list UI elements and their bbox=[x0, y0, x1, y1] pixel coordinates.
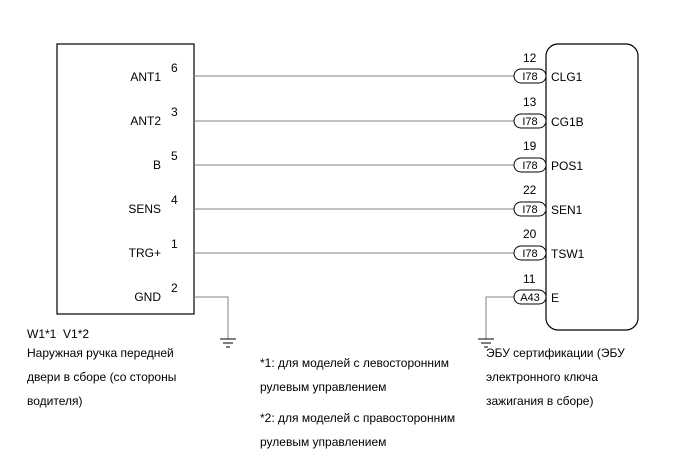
connector-code: I78 bbox=[522, 248, 537, 260]
right-pin-number: 11 bbox=[523, 272, 536, 286]
ground-left: GND 2 bbox=[134, 281, 236, 348]
right-terminal-label: POS1 bbox=[551, 159, 583, 173]
component-codes: W1*1 V1*2 bbox=[27, 327, 89, 341]
right-pin-number: 19 bbox=[523, 139, 537, 153]
right-terminal-label: E bbox=[551, 291, 559, 305]
left-terminal-label: GND bbox=[134, 290, 161, 304]
caption-line: *2: для моделей с правосторонним bbox=[260, 411, 456, 425]
wire-row: B 5 19 I78 POS1 bbox=[153, 139, 583, 173]
caption-line: двери в сборе (со стороны bbox=[27, 370, 177, 384]
connector-code: I78 bbox=[522, 204, 537, 216]
ground-wire bbox=[194, 296, 229, 339]
left-pin-number: 5 bbox=[171, 149, 178, 163]
caption-line: ЭБУ сертификации (ЭБУ bbox=[486, 346, 625, 360]
left-pin-number: 2 bbox=[171, 281, 178, 295]
left-pin-number: 3 bbox=[171, 105, 178, 119]
caption-line: *1: для моделей с левосторонним bbox=[260, 356, 450, 370]
connector-code: I78 bbox=[522, 160, 537, 172]
left-terminal-label: TRG+ bbox=[129, 246, 161, 260]
left-pin-number: 1 bbox=[171, 237, 178, 251]
connector-badge bbox=[513, 157, 547, 173]
left-component-box bbox=[56, 43, 195, 315]
right-pin-number: 20 bbox=[523, 227, 537, 241]
left-component-name: Наружная ручка передней двери в сборе (с… bbox=[27, 341, 176, 413]
left-terminal-label: ANT1 bbox=[130, 70, 161, 84]
connector-badge bbox=[513, 201, 547, 217]
ground-symbol-icon bbox=[220, 338, 236, 348]
footnote-1: *1: для моделей с левосторонним рулевым … bbox=[260, 351, 449, 399]
connector-badge bbox=[513, 245, 547, 261]
wire-row: SENS 4 22 I78 SEN1 bbox=[128, 183, 582, 217]
left-pin-number: 6 bbox=[171, 61, 178, 75]
caption-line: водителя) bbox=[27, 394, 83, 408]
caption-line: зажигания в сборе) bbox=[486, 394, 594, 408]
right-component-name: ЭБУ сертификации (ЭБУ электронного ключа… bbox=[486, 341, 625, 413]
connector-code: A43 bbox=[520, 292, 540, 304]
footnote-2: *2: для моделей с правосторонним рулевым… bbox=[260, 406, 455, 454]
caption-line: рулевым управлением bbox=[260, 380, 387, 394]
caption-line: рулевым управлением bbox=[260, 435, 387, 449]
ground-symbol-icon bbox=[478, 338, 494, 348]
caption-line: Наружная ручка передней bbox=[27, 346, 174, 360]
wire-row: TRG+ 1 20 I78 TSW1 bbox=[129, 227, 585, 261]
ground-right: 11 A43 E bbox=[478, 272, 559, 348]
caption-line: электронного ключа bbox=[486, 370, 598, 384]
right-pin-number: 22 bbox=[523, 183, 537, 197]
connector-badge bbox=[513, 289, 547, 305]
left-terminal-label: B bbox=[153, 158, 161, 172]
right-terminal-label: TSW1 bbox=[551, 247, 585, 261]
right-terminal-label: SEN1 bbox=[551, 203, 583, 217]
left-pin-number: 4 bbox=[171, 193, 178, 207]
connector-badge bbox=[513, 113, 547, 129]
wire-row: ANT2 3 13 I78 CG1B bbox=[130, 95, 583, 129]
left-terminal-label: ANT2 bbox=[130, 114, 161, 128]
connector-code: I78 bbox=[522, 116, 537, 128]
right-terminal-label: CG1B bbox=[551, 115, 584, 129]
connector-badge bbox=[513, 68, 547, 84]
right-pin-number: 12 bbox=[523, 51, 537, 65]
right-pin-number: 13 bbox=[523, 95, 537, 109]
ground-wire bbox=[485, 296, 514, 339]
wire-row: ANT1 6 12 I78 CLG1 bbox=[130, 51, 582, 84]
right-component-box bbox=[545, 43, 639, 331]
connector-code: I78 bbox=[522, 71, 537, 83]
left-terminal-label: SENS bbox=[128, 202, 161, 216]
right-terminal-label: CLG1 bbox=[551, 70, 583, 84]
